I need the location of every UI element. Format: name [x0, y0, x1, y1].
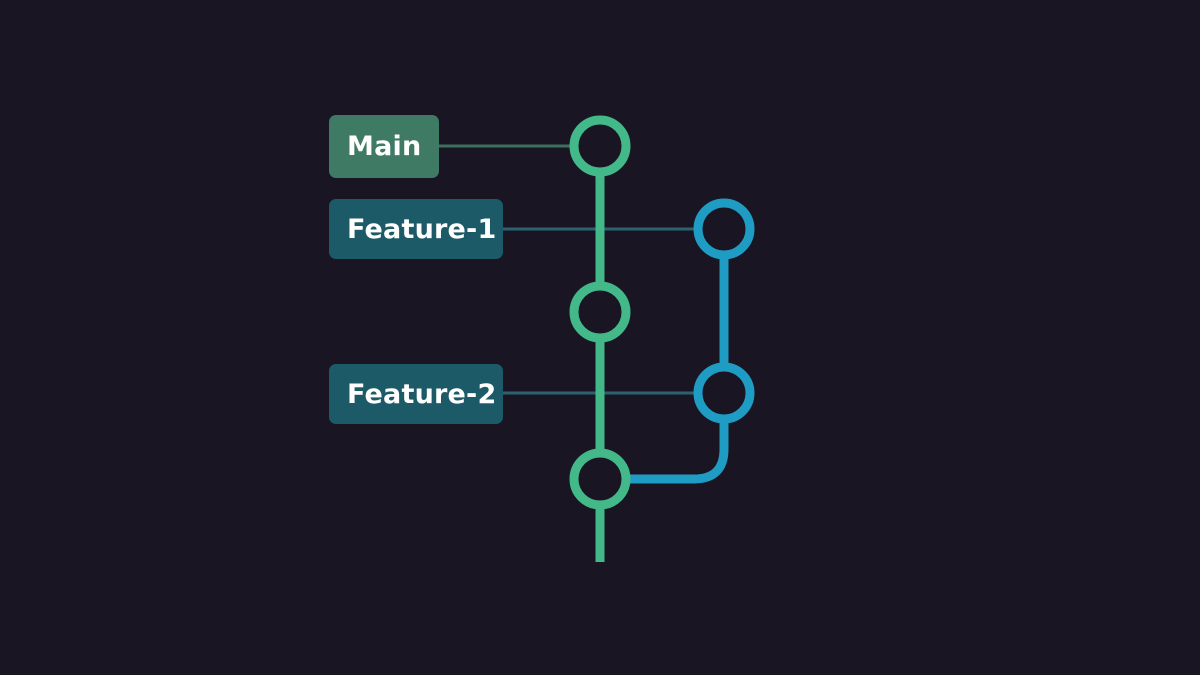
commit-node-main-2[interactable]: [569, 281, 631, 343]
branch-label-main-text: Main: [347, 131, 422, 162]
commit-node-group: [569, 115, 755, 510]
commit-node-feature-2[interactable]: [693, 362, 755, 424]
feature-branch-path: [600, 229, 729, 484]
commit-node-main-merge[interactable]: [569, 448, 631, 510]
branch-label-feature-2-text: Feature-2: [347, 378, 497, 410]
branch-label-main[interactable]: Main: [329, 115, 439, 178]
branch-label-feature-1[interactable]: Feature-1: [329, 199, 503, 259]
commit-node-main-1[interactable]: [569, 115, 631, 177]
commit-node-feature-1[interactable]: [693, 198, 755, 260]
branch-label-feature-2[interactable]: Feature-2: [329, 364, 503, 424]
branch-label-feature-1-text: Feature-1: [347, 213, 497, 245]
